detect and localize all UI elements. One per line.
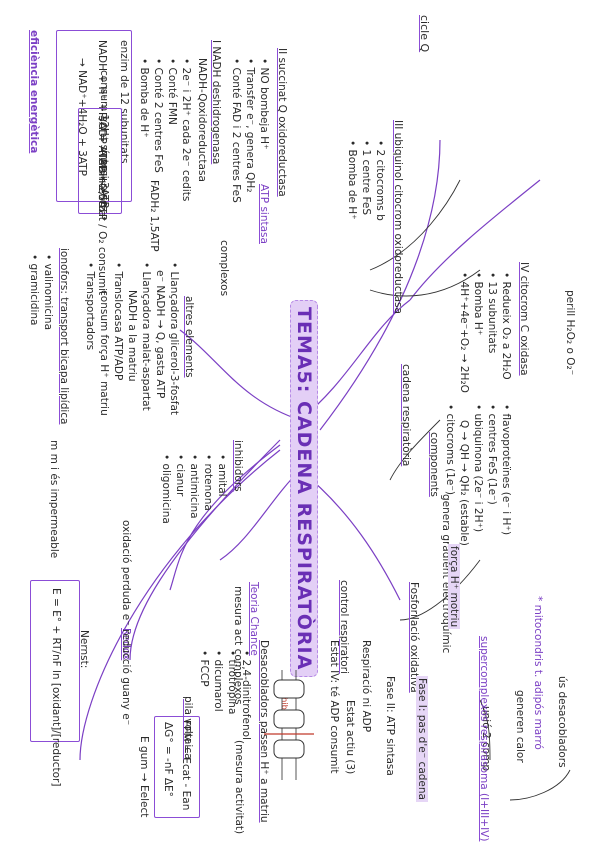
complex-iv-item: • Bomba H⁺: [472, 272, 484, 336]
fadh-atp-label: FADH₂ 1,5ATP: [148, 180, 160, 252]
complex-iii-item: • 1 centre FeS: [360, 140, 372, 216]
perill-label: perill H₂O₂ o O₂⁻: [564, 290, 576, 376]
fase-2-label: Fase II: ATP sintasa: [384, 676, 396, 776]
complex-iii-item: • Bomba de H⁺: [346, 140, 358, 220]
complex-iv-heading: IV citocrom C oxidasa: [518, 262, 530, 376]
desacobladors-item: • FCCP: [198, 650, 210, 687]
altres-item: • Translocasa ATP/ADP: [112, 262, 124, 381]
membrane-figure: [264, 670, 314, 780]
ionofors-item: • gramicidina: [28, 254, 40, 326]
ionofors-heading: ionofors: transport bicapa lipídica: [58, 248, 70, 425]
component-item: • citocroms (1e⁻): [444, 404, 456, 495]
component-item: • ubiquinona (2e⁻ i 2H⁺): [472, 404, 484, 533]
complex-iv-item: • 4H⁺+4e⁻+O₂ → 2H₂O: [458, 272, 470, 393]
control-item: Estat IV: té ADP consumit: [328, 640, 340, 774]
complex-iii-heading: III ubiquinol citocrom oxidoreductasa: [392, 120, 404, 314]
inhibidor-item: • oligomicina: [160, 454, 172, 524]
complex-iv-item: • Redueix O₂ a 2H₂O: [500, 272, 512, 380]
altres-heading: altres elements: [183, 296, 195, 378]
complex-ii-item: • NO bombeja H⁺: [258, 58, 270, 150]
inhibidors-heading: inhibidors: [232, 440, 244, 492]
complex-i-item: • Conté 2 centres FeS: [152, 58, 164, 173]
component-item: • centres FeS (1e⁻): [486, 404, 498, 505]
calor-label: generen calor: [514, 690, 526, 763]
mmi-label: m m i és impermeable: [48, 440, 60, 559]
altres-item: consum força H⁺ matriu: [98, 290, 110, 416]
complex-iii-item: • 2 citocroms b: [374, 140, 386, 221]
dg-equation: ΔG° = -nF ΔE°: [162, 722, 174, 797]
component-item: • flavoproteïnes (e⁻ i H⁺): [500, 404, 512, 536]
fase-1-label: Fase I: pas d'e⁻ cadena: [416, 676, 428, 802]
forca-label: força H⁺ motriu: [448, 544, 460, 630]
complex-ii-heading: II succinat Q oxidoreductasa: [276, 48, 288, 197]
component-item: Q → QH → QH₂ (estable): [458, 420, 470, 546]
altres-item: • Llançadora glicerol-3-fosfat: [168, 262, 180, 416]
desacobladors-item: • 2,4-dinitrofenol: [240, 650, 252, 740]
cadena-heading: cadena respiratòria: [400, 364, 412, 467]
mesura-label: (mesura activitat): [233, 740, 245, 835]
complex-ii-item: • Transfer e⁻, genera QH₂: [244, 58, 256, 193]
nernst-equation: E = E° + RT/nF ln [oxidant]/[reductor]: [50, 588, 62, 787]
control-item: Estat actiu (3): [344, 700, 356, 775]
page-title: TEMA5: CADENA RESPIRATÒRIA: [290, 300, 318, 678]
supercomplexos-label: supercomplexos respirasoma (I+III+IV): [478, 636, 490, 842]
cicle-q-label: cicle Q: [418, 15, 431, 53]
complex-ii-item: • Conté FAD i 2 centres FeS: [230, 58, 242, 203]
egum-label: E gum → Eelect: [138, 736, 150, 818]
complex-i-item: • Bomba de H⁺: [138, 58, 150, 138]
inhibidor-item: • antimicina: [188, 454, 200, 519]
pila-label: pila voltaica: [182, 696, 194, 760]
complex-i-item: • Conté FMN: [166, 58, 178, 125]
mitocondris-label: * mitocondris t. adipós marró: [532, 596, 544, 750]
po-ratio: P/O = ATP sintetitzat / O₂ consumit: [96, 112, 108, 296]
atp-sintasa-label: ATP sintasa: [258, 184, 270, 244]
redox-note: oxidació perduda e⁻ reducció guany e⁻: [120, 520, 132, 726]
inhibidor-item: • cianur: [174, 454, 186, 497]
desacobladors-item: • tirotropina: [226, 650, 238, 715]
inhibidor-item: • rotenona: [202, 454, 214, 511]
complexos-label: complexos: [218, 240, 230, 297]
complex-i-sub: NADH-Qoxidoreductasa: [196, 58, 208, 182]
complex-i-item: • 2e⁻ i 2H⁺ cada 2e⁻ cedits: [180, 58, 192, 202]
desacobladors-item: • dicumarol: [212, 650, 224, 712]
altres-item: • Llançadora malat-aspartat: [140, 262, 152, 411]
control-item: Respiració ni ADP: [360, 640, 372, 733]
altres-item: e⁻ NADH → Q, gasta ATP: [154, 270, 166, 399]
eficiencia-label: eficiència energètica: [28, 30, 40, 154]
components-label: components: [428, 432, 440, 497]
complex-i-heading: I NADH deshidrogenasa: [210, 40, 222, 165]
altres-item: • Transportadors: [84, 262, 96, 351]
altres-item: NADH a la matriu: [126, 290, 138, 382]
desacobladors-use-label: ús desacobladors: [556, 676, 568, 768]
inhibidor-item: • amital: [216, 454, 228, 497]
ionofors-item: • valinomicina: [42, 254, 54, 331]
complex-iv-item: • 13 subunitats: [486, 272, 498, 354]
